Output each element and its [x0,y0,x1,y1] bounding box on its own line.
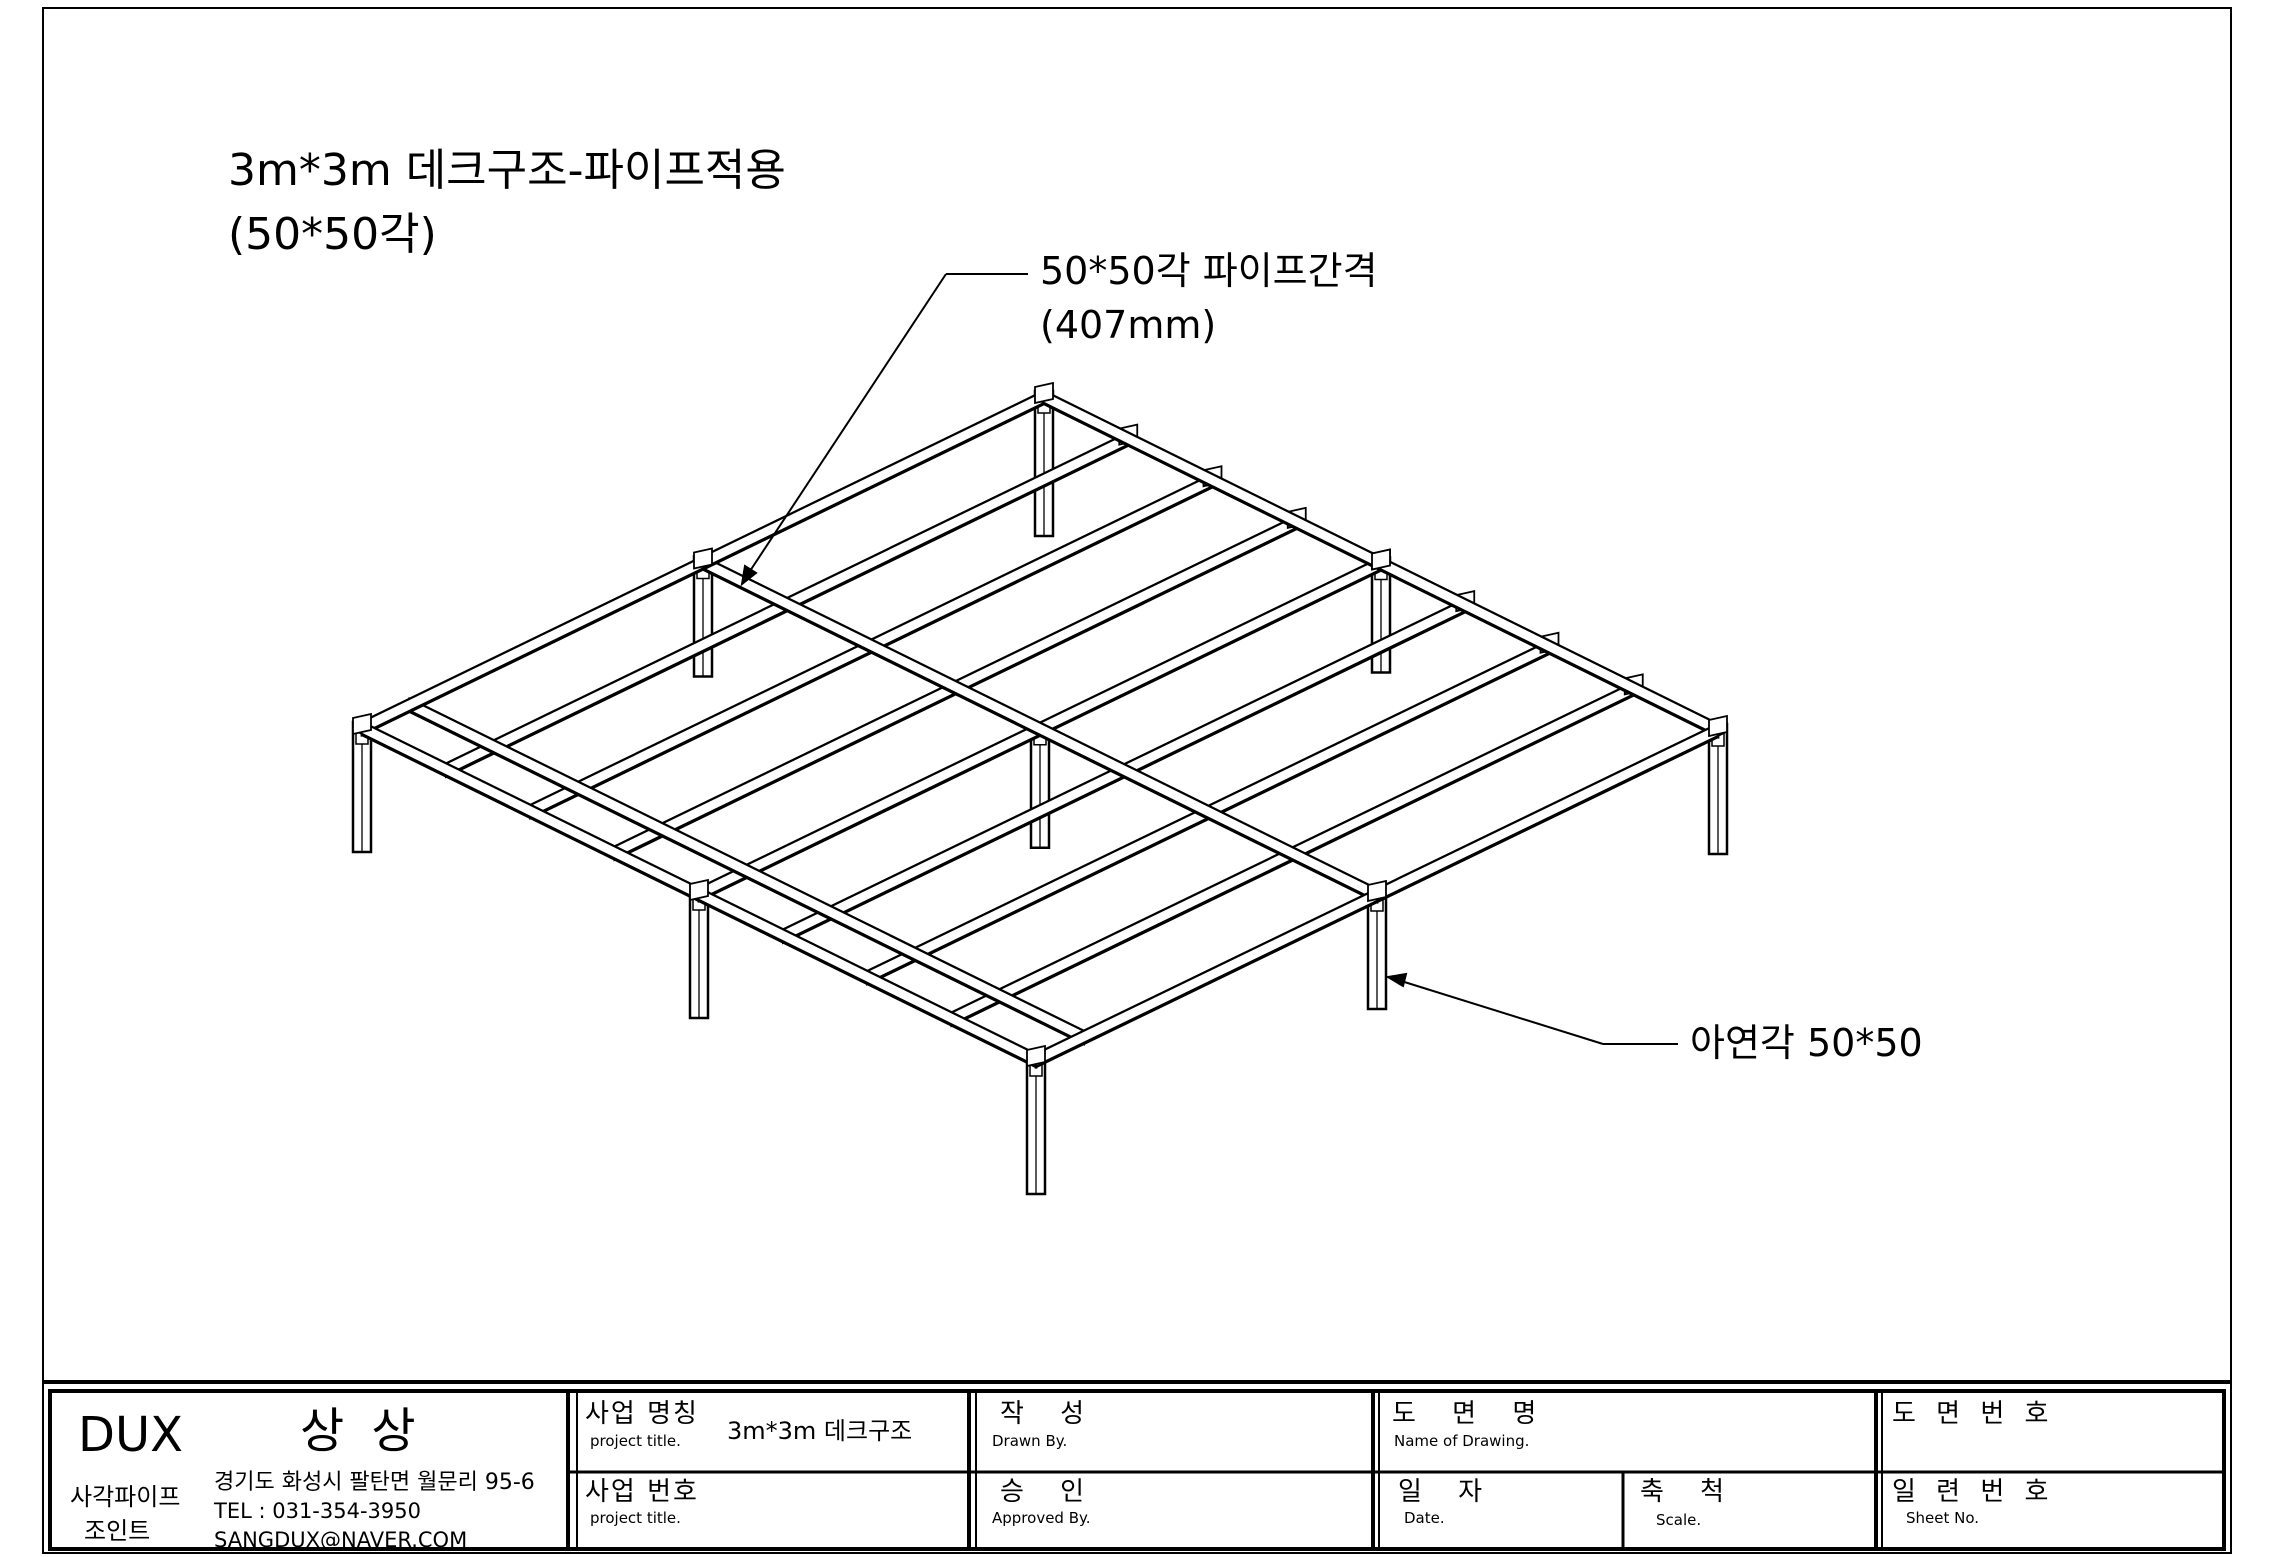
pipe-spacing-leader [740,273,1028,587]
drawing-subtitle: (50*50각) [228,209,437,260]
project-no-en: project title. [590,1509,681,1527]
scale-label: 축 척 [1640,1477,1739,1507]
company-sub2: 조인트 [84,1517,151,1545]
scale-en: Scale. [1656,1511,1702,1529]
company-email: SANGDUX@NAVER.COM [214,1528,468,1552]
drawn-by-label: 작 성 [1000,1399,1099,1429]
date-en: Date. [1404,1509,1445,1527]
drawing-no-label: 도 면 번 호 [1892,1399,2055,1429]
drawing-title: 3m*3m 데크구조-파이프적용 [228,145,786,196]
corner-left [352,712,372,736]
post-callout-label: 아연각 50*50 [1690,1021,1923,1065]
title-block-lines [43,1380,2231,1551]
drawing-name-label: 도 면 명 [1392,1399,1551,1429]
date-label: 일 자 [1398,1477,1497,1507]
corner-top [1034,381,1054,405]
pipe-spacing-label: 50*50각 파이프간격 [1040,249,1378,293]
project-no-label: 사업 번호 [585,1477,699,1507]
approved-by-label: 승 인 [1000,1477,1099,1507]
company-tel: TEL : 031-354-3950 [214,1499,421,1523]
bracket-mid-back-left [693,547,713,570]
approved-by-en: Approved By. [992,1509,1091,1527]
project-title-value: 3m*3m 데크구조 [727,1417,913,1445]
sheet-no-label: 일 련 번 호 [1892,1477,2055,1507]
project-title-en: project title. [590,1432,681,1450]
drawing-name-en: Name of Drawing. [1394,1432,1530,1450]
pipe-spacing-value: (407mm) [1040,303,1217,347]
company-name: 상 상 [300,1403,422,1459]
post-leader [1385,972,1678,1045]
project-title-label: 사업 명칭 [585,1399,699,1429]
bracket-mid-front-left [689,878,709,902]
corner-front [1026,1044,1046,1068]
company-address: 경기도 화성시 팔탄면 월문리 95-6 [214,1470,535,1495]
company-logo: DUX [78,1407,183,1463]
company-sub1: 사각파이프 [70,1483,181,1511]
bracket-mid-back-right [1371,548,1391,571]
sheet-no-en: Sheet No. [1906,1509,1980,1527]
drawn-by-en: Drawn By. [992,1432,1068,1450]
corner-right [1708,714,1728,738]
bracket-mid-front-right [1367,879,1387,903]
